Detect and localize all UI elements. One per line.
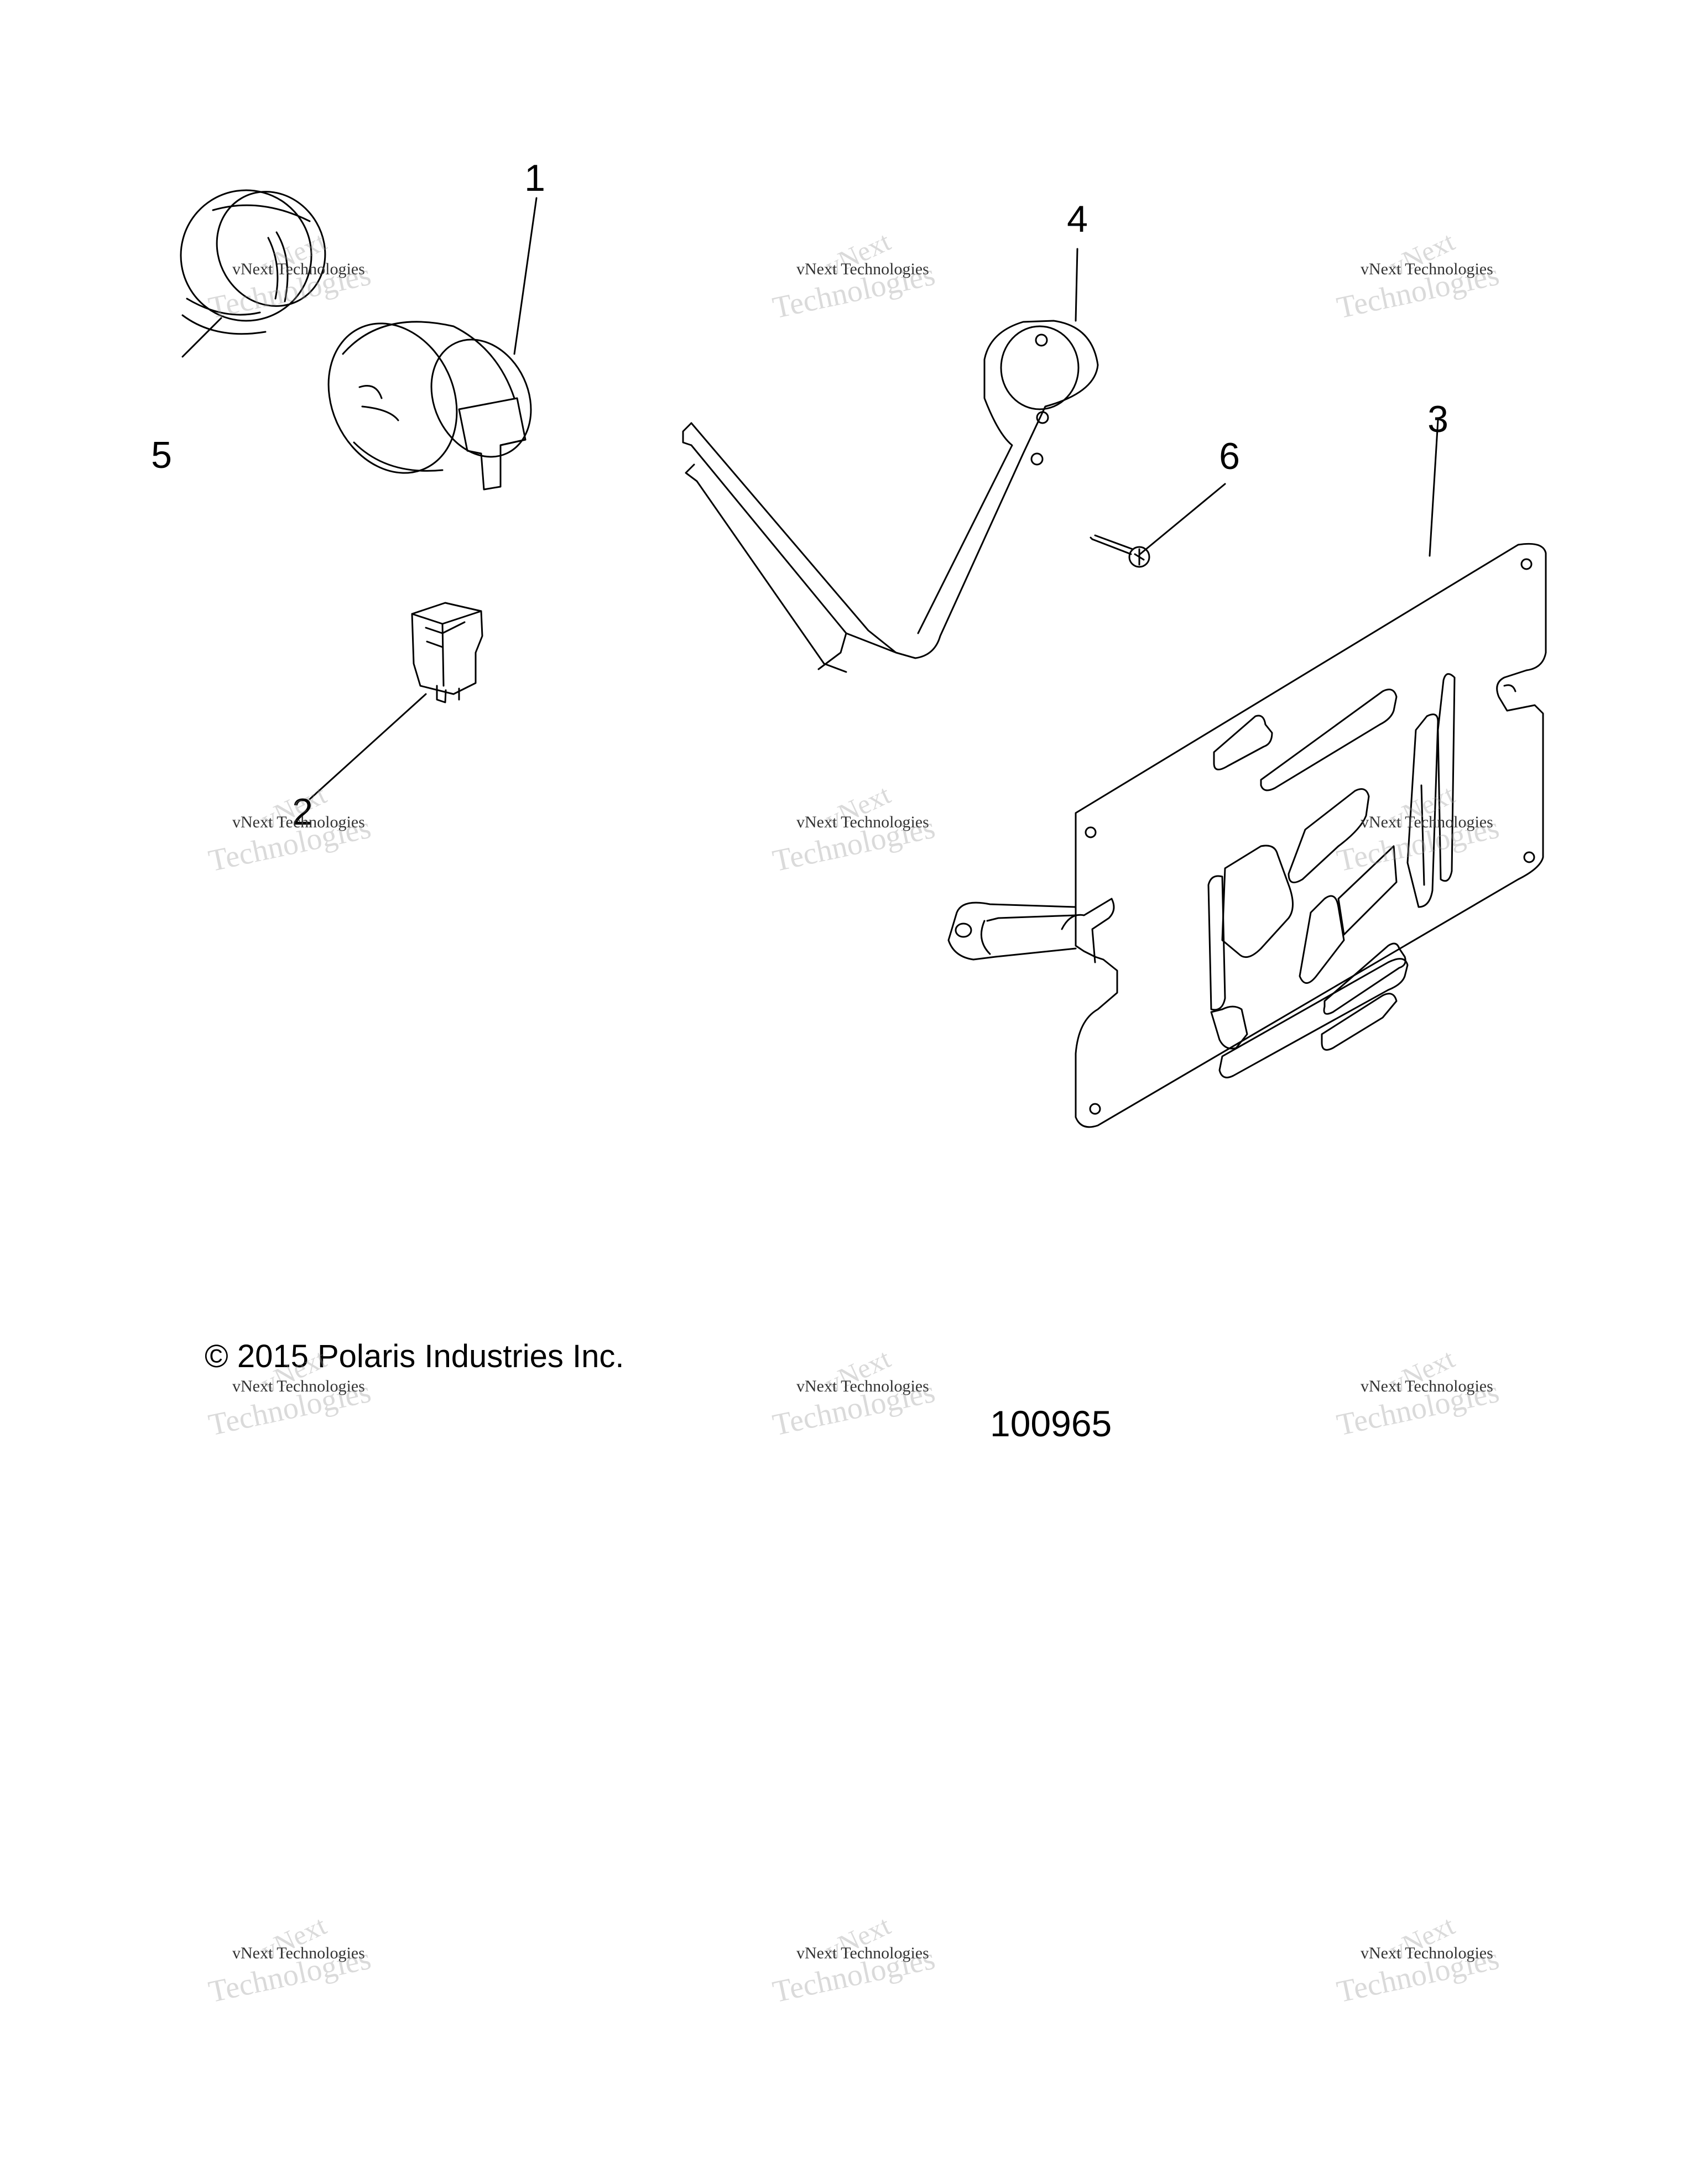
callout-3: 3	[1427, 398, 1448, 440]
callout-1: 1	[524, 157, 545, 199]
part-3-mounting-plate	[947, 543, 1547, 1128]
part-5-bezel-ring	[180, 189, 326, 335]
part-4-mount-bracket	[682, 320, 1099, 673]
callout-6: 6	[1219, 435, 1240, 477]
callout-2: 2	[292, 791, 313, 833]
copyright-notice: © 2015 Polaris Industries Inc.	[205, 1338, 624, 1374]
figure-number: 100965	[990, 1403, 1112, 1444]
part-6-screw	[1090, 534, 1150, 568]
part-2-rocker-switch	[411, 602, 483, 703]
callout-5: 5	[151, 434, 172, 476]
callout-4: 4	[1067, 198, 1088, 240]
leader-lines	[181, 197, 1439, 800]
part-1-round-switch	[327, 321, 532, 491]
